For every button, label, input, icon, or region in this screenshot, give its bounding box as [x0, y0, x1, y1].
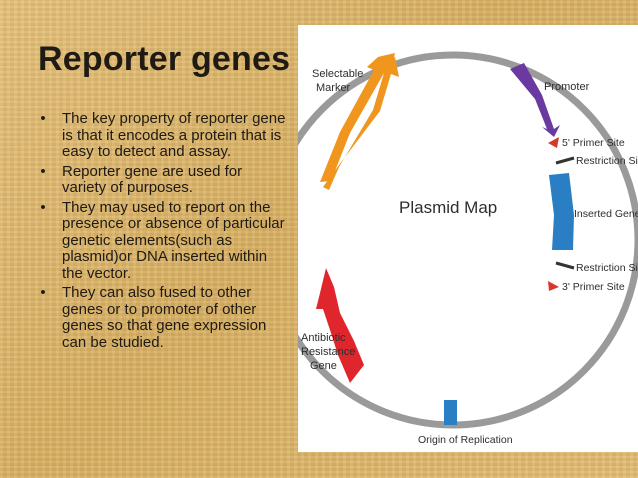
slide-title: Reporter genes: [38, 40, 291, 78]
bullet-marker: •: [40, 198, 46, 216]
label-inserted-gene: Inserted Gene: [574, 208, 638, 220]
label-promoter: Promoter: [544, 81, 590, 93]
label-origin-of-replication: Origin of Replication: [418, 434, 513, 446]
primer-site-3-marker: [548, 281, 559, 291]
label-restriction-site-1: Restriction Site: [576, 155, 638, 167]
primer-site-5-marker: [548, 137, 559, 148]
label-antibiotic-line1: Antibiotic: [301, 332, 346, 344]
bullet-item: • Reporter gene are used for variety of p…: [36, 162, 301, 197]
restriction-site-1-marker: [555, 156, 575, 165]
origin-of-replication-block: [444, 400, 457, 425]
bullet-marker: •: [40, 162, 46, 180]
bullet-item: • They may used to report on the presence…: [36, 198, 301, 283]
selectable-marker-arrow: [323, 57, 399, 190]
inserted-gene-block: [549, 173, 574, 250]
restriction-site-2-marker: [555, 261, 575, 270]
bullet-text: The key property of reporter gene is tha…: [62, 111, 286, 160]
bullet-item: • They can also fused to other genes or t…: [36, 284, 301, 351]
label-selectable-marker-line1: Selectable: [312, 68, 363, 80]
bullet-text: They may used to report on the presence …: [62, 198, 285, 282]
label-3-primer-site: 3' Primer Site: [562, 281, 625, 293]
label-antibiotic-line2: Resistance: [301, 346, 355, 358]
antibiotic-resistance-arrow: [316, 268, 364, 383]
plasmid-map-panel: Plasmid Map Selectable Marker Promoter 5…: [298, 25, 638, 452]
label-antibiotic-line3: Gene: [310, 360, 337, 372]
plasmid-map-center-label: Plasmid Map: [399, 198, 497, 217]
label-restriction-site-2: Restriction Site: [576, 262, 638, 274]
bullet-marker: •: [40, 284, 46, 301]
bullet-text: They can also fused to other genes or to…: [62, 284, 267, 351]
label-selectable-marker-line2: Marker: [316, 82, 351, 94]
label-5-primer-site: 5' Primer Site: [562, 137, 625, 149]
bullet-text: Reporter gene are used for variety of pu…: [62, 162, 243, 196]
selectable-marker-arrow-body: [320, 53, 395, 182]
bullet-item: • The key property of reporter gene is th…: [36, 111, 301, 161]
promoter-arrow: [510, 63, 560, 137]
plasmid-map-diagram: Plasmid Map Selectable Marker Promoter 5…: [298, 51, 638, 446]
bullet-marker: •: [40, 111, 46, 127]
bullet-list: • The key property of reporter gene is th…: [36, 111, 301, 354]
